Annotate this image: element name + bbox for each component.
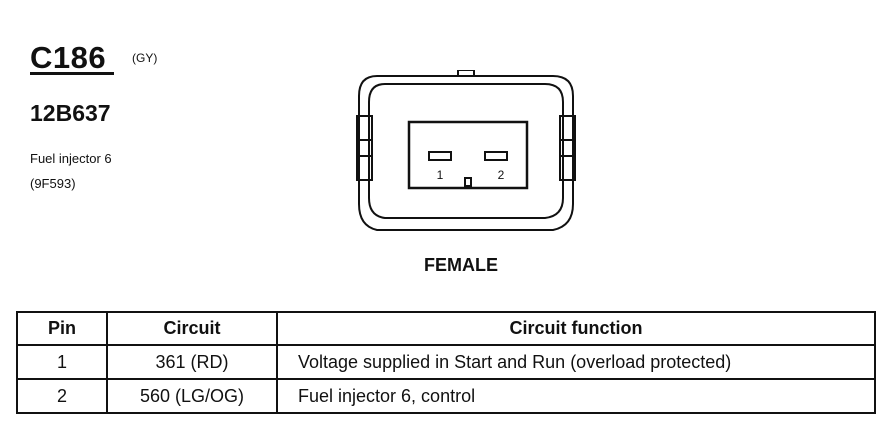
table-row: 1 361 (RD) Voltage supplied in Start and… [16,344,876,380]
pin-cavity-block [407,120,529,190]
connector-color: (GY) [132,51,158,65]
view-label: FEMALE [424,255,498,275]
part-number: 12B637 [30,100,111,126]
row-pin: 2 [16,378,108,414]
connector-id-underline [30,72,114,75]
connector-latch [457,70,475,77]
connector-housing [358,75,574,231]
row-pin: 1 [16,344,108,380]
connector-diagram: 1 2 [356,70,576,231]
terminal-1 [428,151,452,161]
pin-table: Pin Circuit Circuit function 1 361 (RD) … [16,311,876,414]
row-circuit: 361 (RD) [106,344,278,380]
table-row: 2 560 (LG/OG) Fuel injector 6, control [16,378,876,414]
terminal-2 [484,151,508,161]
row-circuit: 560 (LG/OG) [106,378,278,414]
pin-label-2: 2 [498,168,505,182]
pin-label-1: 1 [437,168,444,182]
row-function: Voltage supplied in Start and Run (overl… [276,344,876,380]
left-side-rib [356,115,373,181]
connector-id: C186 [30,40,107,75]
keying-notch [464,177,472,187]
row-function: Fuel injector 6, control [276,378,876,414]
table-header-row: Pin Circuit Circuit function [16,311,876,346]
header-pin: Pin [16,311,108,346]
component-name: Fuel injector 6 [30,151,112,166]
connector-inner-contour [368,83,564,219]
header-circuit: Circuit [106,311,278,346]
component-code: (9F593) [30,176,76,191]
right-side-rib [559,115,576,181]
header-function: Circuit function [276,311,876,346]
